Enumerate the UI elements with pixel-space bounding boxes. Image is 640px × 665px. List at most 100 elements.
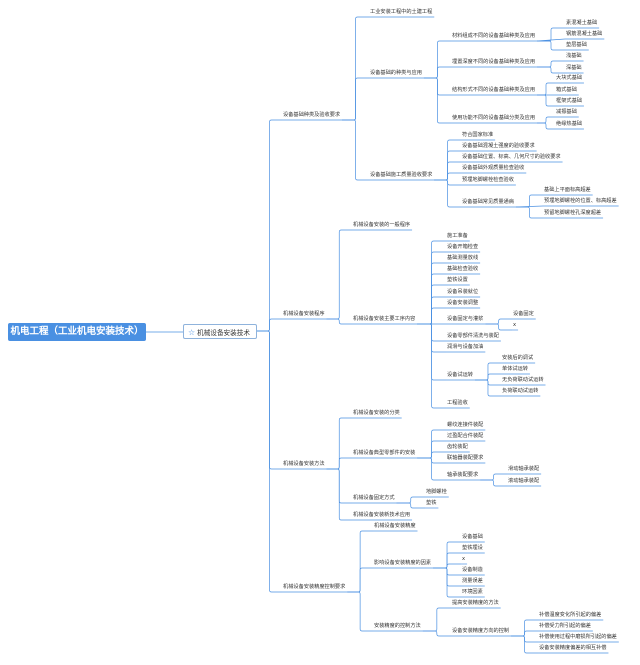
map-node-b2b[interactable]: 机械设备安装主要工序内容 xyxy=(353,316,416,322)
map-node-b1c6a[interactable]: 基础上平面标高超差 xyxy=(544,187,591,193)
map-node-b4c[interactable]: 安装精度的控制方法 xyxy=(374,623,421,629)
map-node-b3b2[interactable]: 过盈配合件装配 xyxy=(447,433,484,439)
connector-b3b3 xyxy=(417,451,446,459)
map-node-b3b[interactable]: 机械设备典型零部件的安装 xyxy=(353,450,416,456)
connector-b1b4 xyxy=(423,77,451,124)
map-node-b3[interactable]: 机械设备安装方法 xyxy=(283,461,325,467)
map-node-b1c6[interactable]: 设备基础常见质量通病 xyxy=(462,199,514,205)
map-node-b1b3c[interactable]: 框架式基础 xyxy=(556,98,582,104)
connector-b1b2 xyxy=(423,66,451,79)
connector-b4b3 xyxy=(433,563,461,569)
map-node-b4b2[interactable]: 垫铁埋设 xyxy=(462,545,483,551)
map-node-b4b1[interactable]: 设备基础 xyxy=(462,534,483,540)
map-node-b1c4[interactable]: 设备基础外观质量检查验收 xyxy=(462,165,525,171)
map-node-b3b4[interactable]: 联轴器装配要求 xyxy=(447,455,484,461)
connector-b3b5b xyxy=(480,479,507,487)
map-node-b1c6b[interactable]: 预埋地脚螺栓的位置、标高超差 xyxy=(544,198,617,204)
map-node-b2b8[interactable]: 设备固定与灌浆 xyxy=(447,316,484,322)
map-node-b1b1b[interactable]: 钢筋混凝土基础 xyxy=(566,31,603,37)
map-node-b3c2[interactable]: 垫铁 xyxy=(426,500,437,506)
map-node-b1b2b[interactable]: 深基础 xyxy=(566,65,582,71)
map-node-b2b12[interactable]: 工程验收 xyxy=(447,400,468,406)
map-node-b1b[interactable]: 设备基础的种类与应用 xyxy=(370,70,422,76)
map-node-b1c6c[interactable]: 预留地脚螺栓孔深度超差 xyxy=(544,210,602,216)
map-node-b1c2[interactable]: 设备基础混凝土强度的验收要求 xyxy=(462,143,535,149)
map-node-b4b5[interactable]: 测量误差 xyxy=(462,578,483,584)
map-node-b1a[interactable]: 工业安装工程中的土建工程 xyxy=(370,9,433,15)
map-node-b2b5[interactable]: 垫铁设置 xyxy=(447,277,468,283)
map-node-b1b4b[interactable]: 绝缘热基础 xyxy=(556,121,582,127)
map-node-b2b8b[interactable]: x xyxy=(513,322,517,328)
map-node-b4c2b[interactable]: 补偿受力所引起的偏差 xyxy=(539,623,591,629)
map-node-b4b6[interactable]: 环境因素 xyxy=(462,589,483,595)
map-node-b1b3a[interactable]: 大块式基础 xyxy=(556,75,582,81)
map-node-b1b2a[interactable]: 浅基础 xyxy=(566,53,582,59)
map-node-b1[interactable]: 设备基础种类及验收要求 xyxy=(283,112,341,118)
map-node-b2b11c[interactable]: 无负荷联动试运转 xyxy=(502,377,544,383)
connector-b1 xyxy=(257,119,282,332)
map-node-b2b11[interactable]: 设备试运转 xyxy=(447,372,473,378)
map-node-b4[interactable]: 机械设备安装精度控制要求 xyxy=(283,584,346,590)
map-node-b3a[interactable]: 机械设备安装的分类 xyxy=(353,410,400,416)
map-node-b2a[interactable]: 机械设备安装的一般程序 xyxy=(353,222,411,228)
map-node-b4b3[interactable]: x xyxy=(462,556,466,562)
connector-b1b3c xyxy=(537,94,555,107)
map-node-b2b7[interactable]: 设备安装调整 xyxy=(447,300,479,306)
connector-b2b12 xyxy=(417,323,446,409)
map-node-b3d[interactable]: 机械设备安装新技术应用 xyxy=(353,512,411,518)
map-node-b3c1[interactable]: 地脚螺栓 xyxy=(426,489,447,495)
connector-b3c2 xyxy=(396,502,425,509)
map-node-b2b10[interactable]: 润滑与设备加油 xyxy=(447,344,484,350)
star-icon: ☆ xyxy=(188,328,196,337)
map-node-b3c[interactable]: 机械设备固定方式 xyxy=(353,495,395,501)
map-node-b4c2[interactable]: 设备安装精度方向的控制 xyxy=(452,628,510,634)
connector-b1b1c xyxy=(537,40,565,51)
map-node-b4c1[interactable]: 提高安装精度的方法 xyxy=(452,600,499,606)
map-node-b4a[interactable]: 机械设备安装精度 xyxy=(374,523,416,529)
map-node-b1b3[interactable]: 结构形式不同的设备基础种类及应用 xyxy=(452,87,536,93)
connector-b3b xyxy=(326,457,352,470)
connector-b1c4 xyxy=(434,172,461,181)
connector-b1c6 xyxy=(434,179,461,208)
map-node-b3b1[interactable]: 螺纹连接件装配 xyxy=(447,422,484,428)
connector-b2b7 xyxy=(417,307,446,325)
map-node-b4c2c[interactable]: 补偿使用过程中磨损所引起的偏差 xyxy=(539,634,617,640)
map-node-b1b1c[interactable]: 垫层基础 xyxy=(566,42,587,48)
main-topic-node[interactable]: ☆机械设备安装技术 xyxy=(183,324,257,339)
map-node-b1c[interactable]: 设备基础施工质量验收要求 xyxy=(370,172,433,178)
map-node-b3b5a[interactable]: 滑动轴承装配 xyxy=(508,466,540,472)
map-node-b2b11d[interactable]: 负荷联动试运转 xyxy=(502,388,539,394)
map-node-b1b4[interactable]: 使用功能不同的设备基础分类及应用 xyxy=(452,115,536,121)
map-node-b4c2d[interactable]: 设备安装精度偏差的相互补偿 xyxy=(539,645,607,651)
map-node-b3b3[interactable]: 齿轮装配 xyxy=(447,444,468,450)
map-node-b2b2[interactable]: 设备开箱检查 xyxy=(447,244,479,250)
map-node-b1b4a[interactable]: 减振基础 xyxy=(556,109,577,115)
map-node-b4b[interactable]: 影响设备安装精度的因素 xyxy=(374,560,432,566)
map-node-b1c3[interactable]: 设备基础位置、标高、几何尺寸的验收要求 xyxy=(462,154,561,160)
map-node-b1b3b[interactable]: 箱式基础 xyxy=(556,87,577,93)
map-node-b4b4[interactable]: 设备制造 xyxy=(462,567,483,573)
map-node-b1b2[interactable]: 埋置深度不同的设备基础种类及应用 xyxy=(452,59,536,65)
map-node-b2b8a[interactable]: 设备固定 xyxy=(513,311,534,317)
root-node[interactable]: 机电工程（工业机电安装技术） xyxy=(8,323,146,341)
map-node-b3b5b[interactable]: 滚动轴承装配 xyxy=(508,478,540,484)
map-node-b2b11b[interactable]: 单体试运转 xyxy=(502,366,528,372)
map-node-b2[interactable]: 机械设备安装程序 xyxy=(283,311,325,317)
map-node-b2b6[interactable]: 设备吊装就位 xyxy=(447,289,479,295)
map-node-b1c5[interactable]: 预埋地脚螺栓检查验收 xyxy=(462,177,514,183)
connector-b3b5a xyxy=(480,473,507,481)
map-node-b2b1[interactable]: 施工准备 xyxy=(447,233,468,239)
map-node-b2b11a[interactable]: 安装后的调试 xyxy=(502,355,534,361)
map-node-b1b1[interactable]: 材料组成不同的设备基础种类及应用 xyxy=(452,33,536,39)
map-node-b1c1[interactable]: 符合国家标准 xyxy=(462,132,494,138)
map-node-b4c2a[interactable]: 补偿温度变化所引起的偏差 xyxy=(539,612,602,618)
connector-b1c6c xyxy=(515,206,543,219)
map-node-b2b9[interactable]: 设备零部件清洗与装配 xyxy=(447,333,499,339)
connector-b4c2d xyxy=(511,635,538,654)
connector-b2a xyxy=(326,229,352,320)
map-node-b1b1a[interactable]: 素混凝土基础 xyxy=(566,20,598,26)
map-node-b3b5[interactable]: 轴承装配要求 xyxy=(447,472,479,478)
map-node-b2b3[interactable]: 基础测量放线 xyxy=(447,255,479,261)
map-node-b2b4[interactable]: 基础检查验收 xyxy=(447,266,479,272)
